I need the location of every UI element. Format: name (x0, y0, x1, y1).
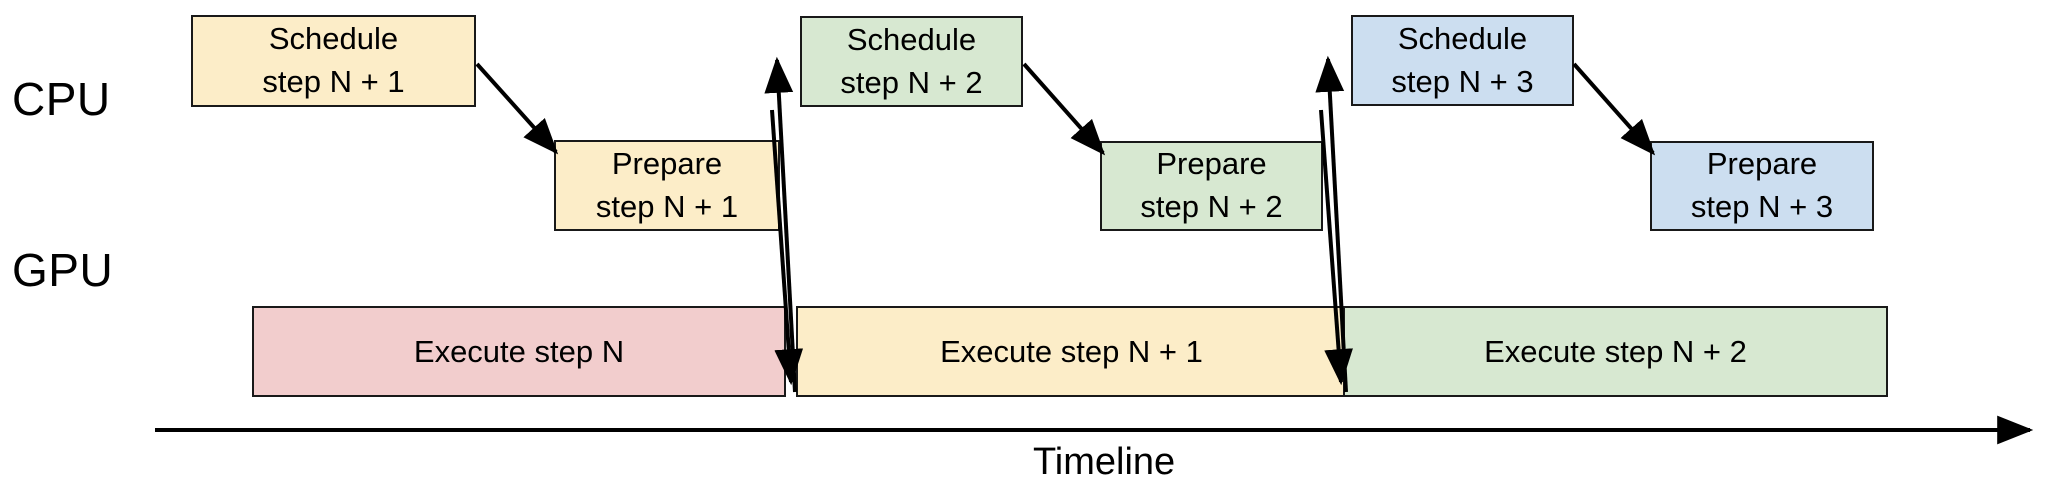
lane-label-gpu: GPU (12, 244, 114, 296)
gpu-execute-bar-3-label: Execute step N + 2 (1484, 333, 1747, 369)
cpu-prepare-box-3-line2: step N + 3 (1690, 189, 1834, 224)
cpu-schedule-box-3[interactable]: Schedule step N + 3 (1351, 15, 1574, 106)
arrow-schedule1-to-prepare1 (475, 62, 559, 155)
lane-label-cpu: CPU (12, 73, 111, 125)
cpu-schedule-box-1-line2: step N + 1 (262, 64, 405, 99)
arrow-schedule2-to-prepare2 (1022, 62, 1106, 156)
cpu-schedule-box-3-line1: Schedule (1397, 20, 1528, 56)
gpu-execute-bar-2[interactable]: Execute step N + 1 (796, 306, 1347, 397)
cpu-schedule-box-2-line1: Schedule (846, 21, 977, 57)
cpu-prepare-box-2-line2: step N + 2 (1140, 189, 1283, 224)
timeline-axis-label: Timeline (1033, 441, 1176, 483)
cpu-schedule-box-2-line2: step N + 2 (840, 64, 983, 100)
gpu-execute-bar-2-label: Execute step N + 1 (940, 333, 1203, 369)
gpu-execute-bar-1[interactable]: Execute step N (252, 306, 786, 397)
gpu-execute-bar-1-label: Execute step N (413, 333, 625, 369)
cpu-prepare-box-1-line1: Prepare (611, 145, 723, 181)
cpu-prepare-box-3-line1: Prepare (1706, 146, 1818, 182)
cpu-prepare-box-2[interactable]: Prepare step N + 2 (1100, 141, 1323, 231)
cpu-schedule-box-2[interactable]: Schedule step N + 2 (800, 16, 1023, 107)
cpu-prepare-box-1[interactable]: Prepare step N + 1 (554, 140, 780, 231)
cpu-schedule-box-1[interactable]: Schedule step N + 1 (191, 15, 476, 107)
cpu-prepare-box-1-line2: step N + 1 (595, 188, 739, 224)
cpu-schedule-box-3-line2: step N + 3 (1391, 63, 1534, 99)
arrow-schedule3-to-prepare3 (1572, 62, 1656, 156)
cpu-prepare-box-3[interactable]: Prepare step N + 3 (1650, 141, 1874, 231)
cpu-schedule-box-1-line1: Schedule (268, 21, 399, 57)
cpu-prepare-box-2-line1: Prepare (1156, 146, 1267, 182)
gpu-execute-bar-3[interactable]: Execute step N + 2 (1343, 306, 1888, 397)
